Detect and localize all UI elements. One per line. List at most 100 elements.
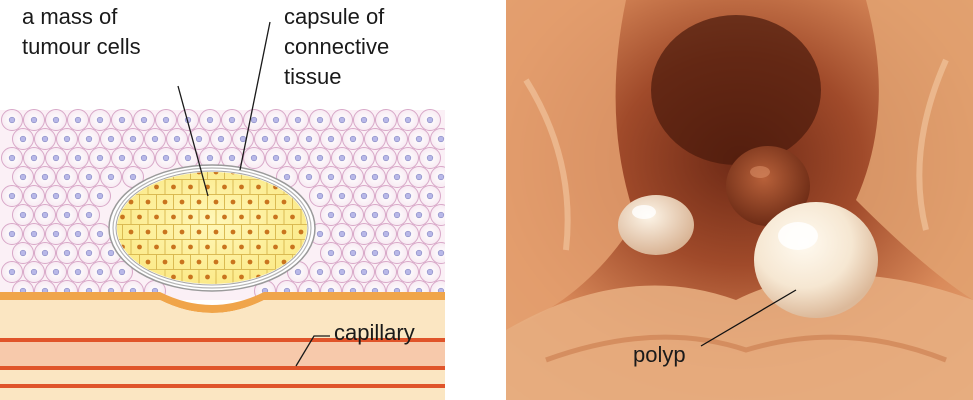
right-fold (856, 0, 973, 300)
normal-cell (100, 128, 122, 150)
normal-cell (254, 128, 276, 150)
normal-cell (331, 147, 353, 169)
normal-cell (232, 128, 254, 150)
normal-cell (353, 109, 375, 131)
tumour-cell (300, 209, 307, 225)
normal-cell (23, 147, 45, 169)
normal-cell (12, 204, 34, 226)
normal-cell (89, 185, 111, 207)
normal-cell (430, 242, 445, 264)
normal-cell (1, 147, 23, 169)
normal-cell (45, 147, 67, 169)
normal-cell (45, 185, 67, 207)
normal-cell (342, 166, 364, 188)
normal-cell (287, 109, 309, 131)
normal-cell (89, 147, 111, 169)
normal-cell (210, 128, 232, 150)
capillary-label: capillary (334, 320, 415, 345)
sessile-growth (726, 146, 810, 226)
normal-cell (419, 261, 441, 283)
normal-cell (111, 261, 133, 283)
normal-cell (298, 128, 320, 150)
normal-cell (144, 128, 166, 150)
normal-cell (353, 261, 375, 283)
normal-cell (133, 109, 155, 131)
normal-cell (397, 185, 419, 207)
normal-cell (419, 109, 441, 131)
normal-cell (309, 185, 331, 207)
normal-cell (430, 204, 445, 226)
polyp-label: polyp (633, 342, 686, 367)
normal-cell (78, 204, 100, 226)
normal-cell (23, 185, 45, 207)
normal-cell (309, 261, 331, 283)
normal-cell (199, 109, 221, 131)
normal-cell (430, 166, 445, 188)
normal-cell (122, 128, 144, 150)
normal-cell (375, 109, 397, 131)
normal-cell (12, 166, 34, 188)
growth-highlight (750, 166, 770, 178)
normal-cell (45, 109, 67, 131)
normal-cell (309, 109, 331, 131)
capsule-label: capsule of connective tissue (284, 4, 390, 89)
normal-cell (34, 166, 56, 188)
normal-cell (342, 242, 364, 264)
normal-cell (177, 147, 199, 169)
normal-cell (155, 109, 177, 131)
normal-cell (166, 128, 188, 150)
normal-cell (89, 109, 111, 131)
normal-cell (342, 204, 364, 226)
normal-cell (45, 261, 67, 283)
normal-cell (155, 147, 177, 169)
bottom-fold (506, 275, 973, 400)
normal-cell (298, 166, 320, 188)
normal-cell (56, 242, 78, 264)
normal-cell (320, 128, 342, 150)
normal-cell (331, 261, 353, 283)
normal-cell (67, 261, 89, 283)
normal-cell (1, 109, 23, 131)
normal-cell (56, 204, 78, 226)
normal-cell (177, 109, 199, 131)
normal-cell (67, 185, 89, 207)
normal-cell (364, 204, 386, 226)
normal-cell (375, 185, 397, 207)
normal-cell (397, 223, 419, 245)
tumour-cells-label: a mass of tumour cells (22, 4, 141, 59)
tumour-leader-line (177, 85, 209, 197)
normal-cell (408, 166, 430, 188)
normal-cell (1, 185, 23, 207)
lower-vessel-line (0, 384, 445, 388)
normal-cell (353, 147, 375, 169)
normal-cell (23, 261, 45, 283)
polyp-leader-line (700, 289, 797, 347)
normal-cell (67, 109, 89, 131)
normal-cell (397, 109, 419, 131)
left-fold (506, 0, 636, 330)
normal-cell (364, 166, 386, 188)
normal-cell (353, 223, 375, 245)
normal-cell (243, 147, 265, 169)
tumour-diagram (0, 21, 445, 400)
normal-cell (386, 242, 408, 264)
normal-cell (34, 128, 56, 150)
polyp (754, 202, 878, 318)
normal-cell (364, 242, 386, 264)
normal-cell (45, 223, 67, 245)
normal-cell (122, 166, 144, 188)
normal-cell (34, 204, 56, 226)
normal-cell (397, 147, 419, 169)
basement-layer (0, 292, 445, 313)
lumen-shadow (651, 15, 821, 165)
polyp-highlight (778, 222, 818, 250)
normal-cell (375, 147, 397, 169)
normal-cell (1, 223, 23, 245)
normal-cell (408, 242, 430, 264)
fold-highlight-right (916, 58, 949, 231)
normal-cell (111, 109, 133, 131)
normal-cell (386, 166, 408, 188)
normal-cell (287, 147, 309, 169)
normal-cell (419, 185, 441, 207)
normal-cell (320, 166, 342, 188)
